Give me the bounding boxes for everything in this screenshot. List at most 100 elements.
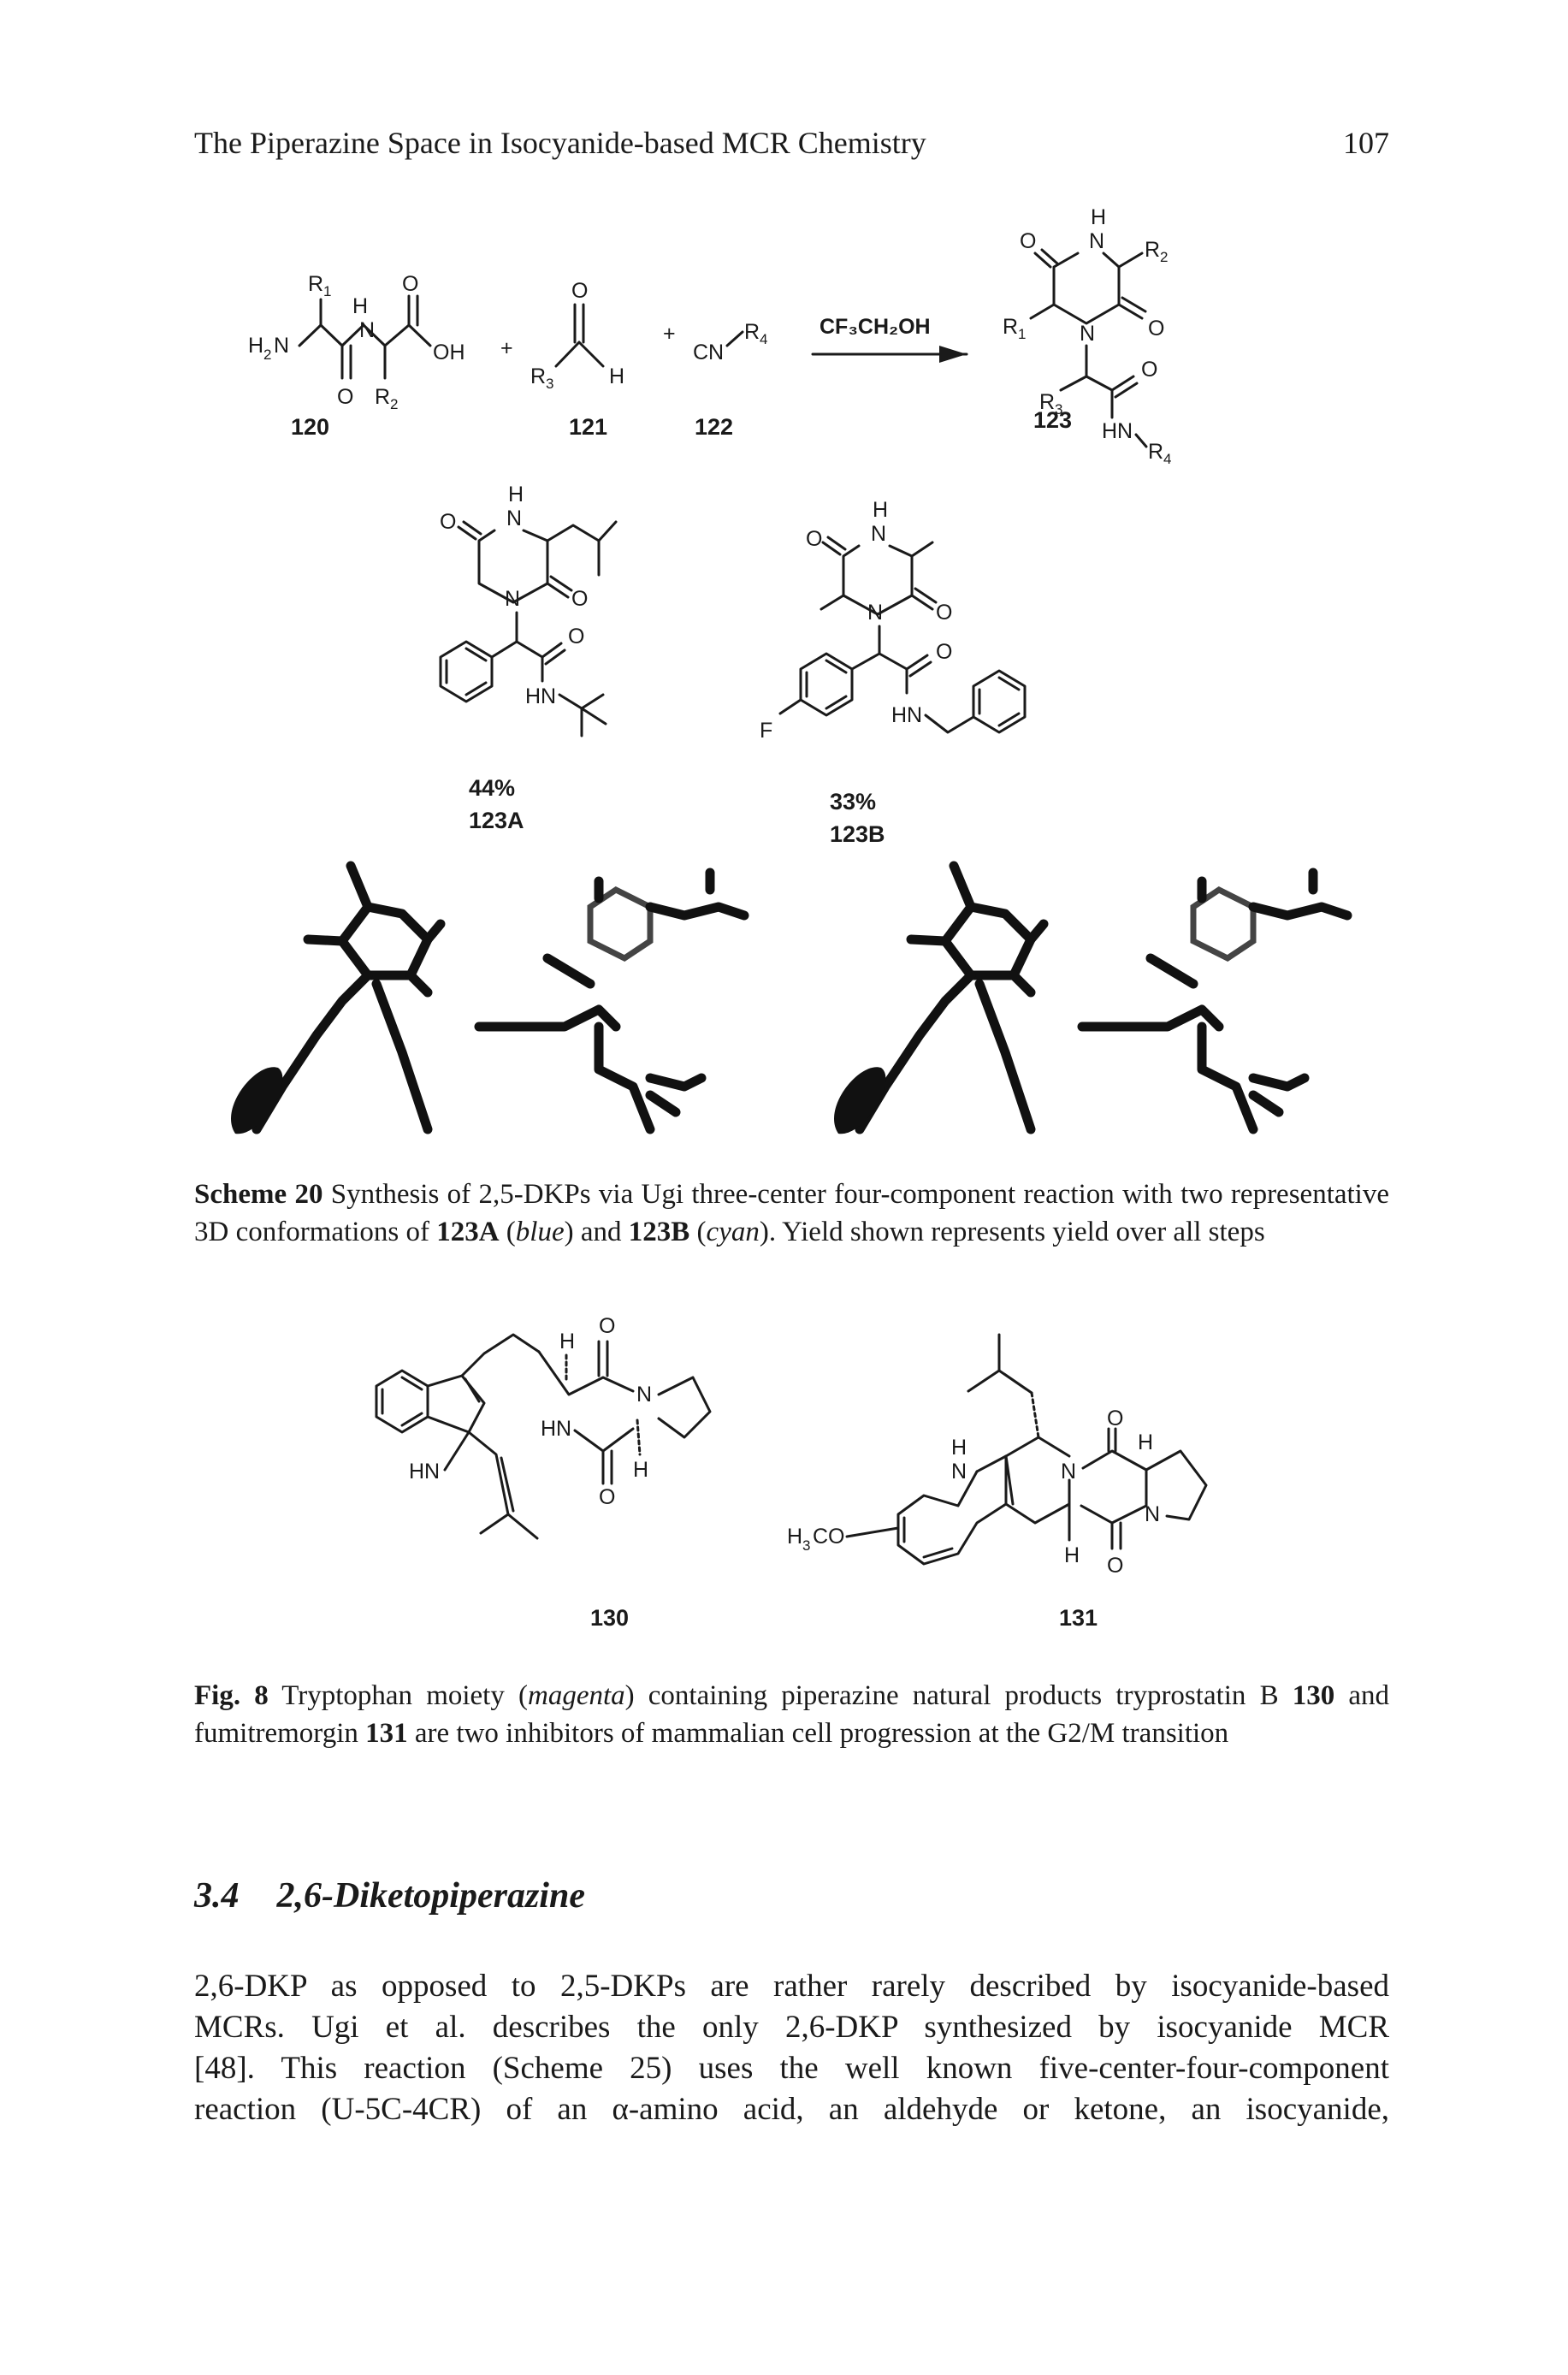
figure-8-caption: Fig. 8 Tryptophan moiety (magenta) conta… bbox=[194, 1677, 1389, 1752]
svg-text:N: N bbox=[1089, 229, 1104, 253]
product-123a-label: 123A bbox=[469, 808, 524, 833]
svg-text:OH: OH bbox=[433, 341, 465, 364]
svg-text:O: O bbox=[599, 1485, 615, 1509]
page-number: 107 bbox=[1343, 126, 1389, 160]
section-heading: 3.4 2,6-Diketopiperazine bbox=[194, 1875, 585, 1916]
svg-text:H: H bbox=[352, 294, 368, 318]
figure-8-caption-label: Fig. 8 bbox=[194, 1680, 269, 1711]
svg-text:R: R bbox=[1003, 315, 1018, 339]
svg-text:3: 3 bbox=[802, 1537, 810, 1554]
svg-text:R: R bbox=[1145, 238, 1160, 262]
compound-120-label: 120 bbox=[291, 414, 329, 440]
reaction-condition: CF₃CH₂OH bbox=[820, 315, 931, 339]
svg-text:O: O bbox=[571, 587, 588, 611]
section-title: 2,6-Diketopiperazine bbox=[276, 1876, 585, 1916]
svg-text:R: R bbox=[530, 364, 546, 388]
product-123a-structure: H N O N O O HN bbox=[439, 483, 618, 737]
conformation-123a-view-2 bbox=[834, 861, 1049, 1134]
compound-122-label: 122 bbox=[695, 414, 733, 440]
svg-text:R: R bbox=[1148, 440, 1163, 464]
scheme-20-caption-ref-a: 123A bbox=[436, 1217, 500, 1247]
svg-text:H: H bbox=[609, 364, 624, 388]
svg-text:CN: CN bbox=[693, 341, 724, 364]
svg-text:N: N bbox=[1145, 1502, 1160, 1526]
svg-text:H: H bbox=[1138, 1430, 1153, 1454]
svg-text:H: H bbox=[559, 1330, 575, 1353]
svg-text:N: N bbox=[505, 587, 520, 611]
svg-text:R: R bbox=[744, 320, 760, 344]
svg-text:1: 1 bbox=[1018, 326, 1026, 342]
figure-8-caption-color: magenta bbox=[527, 1680, 625, 1711]
svg-text:2: 2 bbox=[1160, 249, 1168, 265]
svg-text:N: N bbox=[506, 506, 522, 530]
figure-8-caption-text-3: and fumitremorgin bbox=[194, 1680, 1390, 1749]
svg-text:O: O bbox=[440, 510, 456, 534]
svg-text:N: N bbox=[359, 318, 375, 342]
svg-text:H: H bbox=[248, 334, 263, 358]
svg-text:H: H bbox=[1091, 205, 1106, 229]
body-line: [48]. This reaction (Scheme 25) uses the… bbox=[194, 2051, 1389, 2086]
svg-text:R: R bbox=[308, 272, 323, 296]
conformation-123b-view-1 bbox=[474, 868, 749, 1134]
svg-text:N: N bbox=[871, 522, 886, 546]
svg-text:H: H bbox=[633, 1458, 648, 1482]
scheme-20-caption-color-b: cyan bbox=[706, 1217, 760, 1247]
scheme-20-caption-text-3: . Yield shown represents yield over all … bbox=[768, 1217, 1265, 1247]
compound-123-label: 123 bbox=[1033, 407, 1072, 433]
figure-8-caption-text-4: are two inhibitors of mammalian cell pro… bbox=[407, 1718, 1229, 1749]
svg-text:3: 3 bbox=[546, 376, 553, 392]
body-line: MCRs. Ugi et al. describes the only 2,6-… bbox=[194, 2010, 1389, 2045]
product-123b-label: 123B bbox=[830, 821, 885, 847]
svg-text:O: O bbox=[402, 272, 418, 296]
product-123b-yield: 33% bbox=[830, 789, 876, 814]
compound-130-label: 130 bbox=[590, 1605, 629, 1631]
body-line: 2,6-DKP as opposed to 2,5-DKPs are rathe… bbox=[194, 1969, 1389, 2004]
svg-text:R: R bbox=[375, 385, 390, 409]
body-line: reaction (U-5C-4CR) of an α-amino acid, … bbox=[194, 2092, 1389, 2127]
svg-text:O: O bbox=[936, 640, 952, 664]
svg-text:CO: CO bbox=[813, 1525, 845, 1549]
svg-text:N: N bbox=[1061, 1460, 1076, 1484]
svg-text:2: 2 bbox=[263, 346, 271, 363]
conformation-123a-view-1 bbox=[231, 861, 446, 1134]
svg-text:H: H bbox=[1064, 1543, 1080, 1567]
svg-text:+: + bbox=[663, 322, 676, 346]
svg-text:1: 1 bbox=[323, 283, 331, 299]
figure-8-caption-text-1: Tryptophan moiety ( bbox=[268, 1680, 528, 1711]
svg-text:O: O bbox=[1107, 1407, 1123, 1430]
scheme-20-caption-ref-b: 123B bbox=[628, 1217, 690, 1247]
svg-text:N: N bbox=[636, 1383, 652, 1407]
body-paragraph: 2,6-DKP as opposed to 2,5-DKPs are rathe… bbox=[194, 1966, 1389, 2130]
svg-text:HN: HN bbox=[409, 1460, 440, 1484]
svg-text:O: O bbox=[568, 625, 584, 649]
svg-text:H: H bbox=[951, 1436, 967, 1460]
svg-text:O: O bbox=[1107, 1554, 1123, 1578]
conformation-123b-view-2 bbox=[1077, 868, 1352, 1134]
svg-text:H: H bbox=[873, 498, 888, 522]
product-123b-structure: H N O N O F O HN bbox=[760, 498, 1027, 743]
svg-text:3: 3 bbox=[1055, 401, 1062, 418]
product-123a-yield: 44% bbox=[469, 775, 515, 801]
compound-130-structure: HN H O N HN O H bbox=[375, 1314, 712, 1540]
scheme-20-caption-color-a: blue bbox=[515, 1217, 565, 1247]
svg-text:O: O bbox=[806, 527, 822, 551]
svg-text:4: 4 bbox=[1163, 451, 1171, 467]
svg-text:N: N bbox=[951, 1460, 967, 1484]
running-header-title: The Piperazine Space in Isocyanide-based… bbox=[194, 126, 926, 160]
section-number: 3.4 bbox=[194, 1876, 240, 1916]
figure-8-caption-text-2: ) containing piperazine natural products… bbox=[624, 1680, 1293, 1711]
svg-text:HN: HN bbox=[525, 684, 556, 708]
svg-text:R: R bbox=[1039, 390, 1055, 414]
svg-text:O: O bbox=[1141, 358, 1157, 382]
svg-text:H: H bbox=[508, 483, 524, 506]
svg-text:2: 2 bbox=[390, 396, 398, 412]
svg-text:HN: HN bbox=[1102, 419, 1133, 443]
svg-text:N: N bbox=[1080, 322, 1095, 346]
scheme-20-caption-text-1: Synthesis of 2,5-DKPs via Ugi three-cent… bbox=[194, 1179, 1389, 1247]
